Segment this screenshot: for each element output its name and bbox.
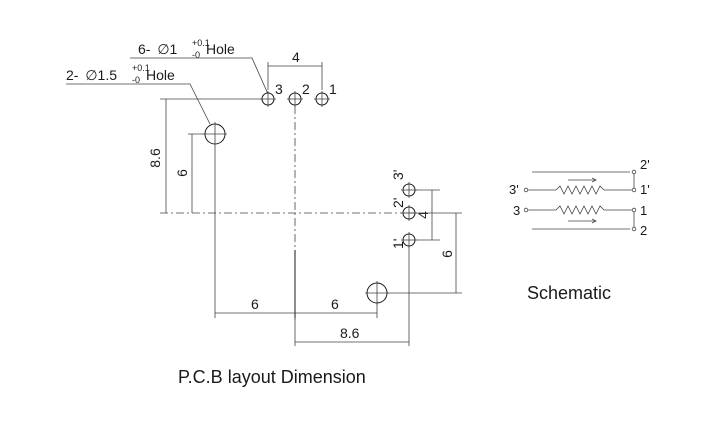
dim-right-outer-label: 6: [439, 250, 455, 258]
hole-note-large-prefix: 2-: [66, 67, 79, 83]
dim-bottom-total: 8.6: [294, 246, 410, 346]
schematic-caption: Schematic: [527, 283, 611, 303]
schematic-label-1: 1: [640, 203, 647, 218]
schematic-label-3: 3: [513, 203, 520, 218]
dim-top-span-label: 4: [292, 49, 300, 65]
pin-label-top-3: 3: [275, 81, 283, 97]
dim-bottom-left-label: 6: [251, 296, 259, 312]
mount-hole-bottom: [365, 281, 389, 305]
hole-note-small-prefix: 6-: [138, 41, 151, 57]
pin-label-right-1p: 1': [390, 239, 406, 249]
hole-note-small-tol-upper: +0.1: [192, 38, 210, 48]
pin-label-top-1: 1: [329, 81, 337, 97]
hole-note-large-diameter: ∅1.5: [85, 67, 117, 83]
dim-left-outer: 8.6: [147, 99, 167, 213]
schematic: 2' 1' 1 2 3' 3: [509, 157, 650, 238]
hole-note-large: 2- ∅1.5 +0.1 -0 Hole: [66, 63, 211, 125]
svg-text:2- ∅1.5: 2- ∅1.5: [66, 67, 117, 83]
pcb-caption: P.C.B layout Dimension: [178, 367, 366, 387]
pin-label-right-2p: 2': [390, 198, 406, 208]
schematic-label-2p: 2': [640, 157, 650, 172]
hole-note-large-tol-lower: -0: [132, 75, 140, 85]
hole-note-small-tol-lower: -0: [192, 50, 200, 60]
schematic-label-1p: 1': [640, 182, 650, 197]
hole-note-large-leader: [66, 83, 211, 125]
schematic-label-3p: 3': [509, 182, 519, 197]
dim-bottom-left: 6: [215, 296, 295, 314]
hole-note-large-tol-upper: +0.1: [132, 63, 150, 73]
hole-note-small-diameter: ∅1: [157, 41, 177, 57]
pin-hole-top-2: [287, 91, 303, 107]
dim-left-inner: 6: [174, 134, 193, 213]
dim-left-inner-label: 6: [174, 169, 190, 177]
dim-top-span: 4: [267, 49, 323, 90]
dim-bottom-mid-label: 6: [331, 296, 339, 312]
pin-hole-top-1: [314, 91, 330, 107]
pin-hole-right-3p: [401, 182, 417, 198]
hole-note-small-suffix: Hole: [206, 41, 235, 57]
dim-bottom-mid: 6: [295, 296, 378, 318]
dim-right-inner-label: 4: [415, 211, 431, 219]
hole-note-small-leader: [130, 57, 269, 95]
mount-hole-left: [203, 122, 227, 146]
resistor-upper: [555, 185, 605, 195]
svg-text:6- ∅1: 6- ∅1: [138, 41, 178, 57]
resistor-lower: [555, 205, 605, 215]
pin-label-right-3p: 3': [390, 170, 406, 180]
pin-label-top-2: 2: [302, 81, 310, 97]
dim-right-outer: 6: [387, 212, 462, 294]
hole-note-small: 6- ∅1 +0.1 -0 Hole: [130, 38, 269, 95]
dim-left-outer-label: 8.6: [147, 148, 163, 168]
dim-right-inner: 4: [415, 189, 440, 241]
dim-bottom-total-label: 8.6: [340, 325, 360, 341]
pin-hole-top-3: [260, 91, 276, 107]
hole-note-large-suffix: Hole: [146, 67, 175, 83]
schematic-label-2: 2: [640, 223, 647, 238]
